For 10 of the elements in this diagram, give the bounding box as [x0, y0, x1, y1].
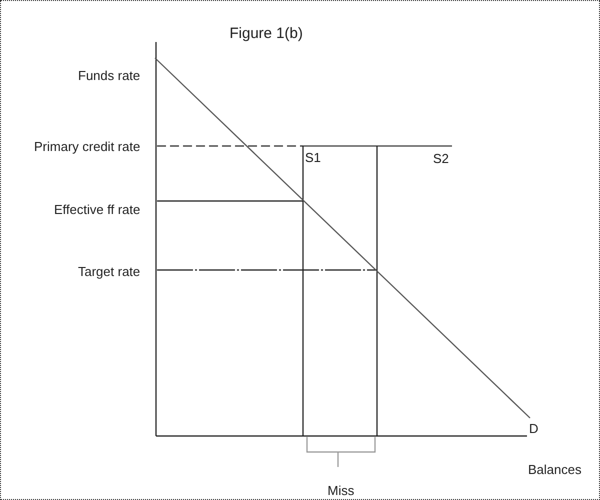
figure-title: Figure 1(b) [230, 24, 303, 42]
rate-label: Effective ff rate [54, 202, 140, 216]
bracket-label: Miss [328, 482, 354, 498]
axis-title: Balances [528, 462, 582, 476]
rate-label: Primary credit rate [34, 138, 140, 154]
curve-label: S1 [305, 150, 321, 164]
rate-label: Target rate [78, 264, 140, 278]
curve-label: D [529, 420, 538, 436]
curve-label: S2 [433, 150, 449, 166]
axis-title: Funds rate [78, 68, 140, 82]
